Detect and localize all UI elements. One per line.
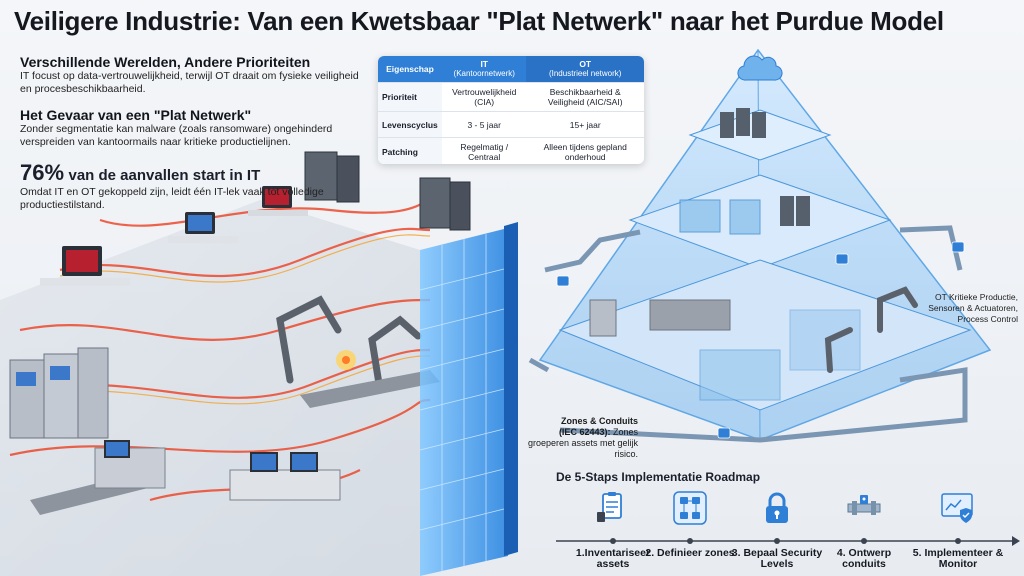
row-label: Levenscyclus <box>378 111 442 138</box>
cell-ot: Alleen tijdens gepland onderhoud <box>526 137 644 164</box>
row-label: Prioriteit <box>378 82 442 112</box>
header-ot-subtitle: (Industrieel network) <box>548 69 622 78</box>
header-it: IT (Kantoornetwerk) <box>442 56 527 83</box>
infected-workstation <box>40 186 308 286</box>
cell-it: 3 - 5 jaar <box>442 111 527 138</box>
roadmap-title: De 5-Staps Implementatie Roadmap <box>556 470 761 484</box>
pipe-conduit-icon <box>847 495 881 515</box>
zones-conduits-callout: Zones & Conduits (IEC 62443): Zones groe… <box>518 416 638 460</box>
header-it-subtitle: (Kantoornetwerk) <box>453 69 515 78</box>
firewall-wall <box>419 222 518 576</box>
roadmap-step-2: 2. Definieer zones <box>640 490 740 559</box>
roadmap-step-5: 5. Implementeer & Monitor <box>908 490 1008 570</box>
worlds-section: Verschillende Werelden, Andere Prioritei… <box>20 54 370 96</box>
purdue-pyramid <box>538 48 992 441</box>
zones-text: Zones groeperen assets met gelijk risico… <box>527 427 638 459</box>
padlock-icon <box>766 492 788 523</box>
zones-standard: (IEC 62443): <box>558 427 611 437</box>
control-cabinets <box>9 347 109 439</box>
stat-tail: van de aanvallen start in IT <box>68 167 261 184</box>
roadmap-step-1: 1.Inventariseer assets <box>563 490 663 570</box>
stat-section: 76% van de aanvallen start in IT Omdat I… <box>20 160 370 212</box>
header-ot-title: OT <box>579 59 592 69</box>
table-row: Levenscyclus 3 - 5 jaar 15+ jaar <box>378 111 644 138</box>
step-label: 5. Implementeer & Monitor <box>912 547 1004 570</box>
stat-text: Omdat IT en OT gekoppeld zijn, leidt één… <box>20 186 324 211</box>
roadmap-step-4: 4. Ontwerp conduits <box>814 490 914 570</box>
page-title: Veiligere Industrie: Van een Kwetsbaar "… <box>14 6 944 36</box>
cell-it: Regelmatig / Centraal <box>442 137 527 164</box>
table-row: Prioriteit Vertrouwelijkheid (CIA) Besch… <box>378 82 644 112</box>
clipboard-scanner-icon <box>597 492 622 522</box>
worlds-text: IT focust op data-vertrouwelijkheid, ter… <box>20 70 359 95</box>
step-label: 4. Ontwerp conduits <box>836 547 892 570</box>
monitor-shield-icon <box>941 493 973 523</box>
cell-ot: 15+ jaar <box>526 111 644 138</box>
padlock-markers <box>556 241 965 439</box>
stat-value: 76% <box>20 160 65 185</box>
robot-arms <box>276 295 422 394</box>
zones-title: Zones & Conduits <box>561 416 638 426</box>
roadmap-step-3: 3. Bepaal Security Levels <box>727 490 827 570</box>
step-label: 2. Definieer zones <box>645 547 735 559</box>
conduits <box>528 225 968 443</box>
flat-network-section: Het Gevaar van een "Plat Netwerk" Zonder… <box>20 107 370 149</box>
it-ot-comparison-table: Eigenschap IT (Kantoornetwerk) OT (Indus… <box>378 56 644 164</box>
server-rack <box>304 151 471 231</box>
cell-it: Vertrouwelijkheid (CIA) <box>442 82 527 112</box>
flat-network-heading: Het Gevaar van een "Plat Netwerk" <box>20 107 252 123</box>
ot-level-label: OT Kritieke Productie, Sensoren & Actuat… <box>928 292 1018 324</box>
step-label: 3. Bepaal Security Levels <box>731 547 823 570</box>
roadmap-timeline <box>556 536 1020 546</box>
step-label: 1.Inventariseer assets <box>575 547 651 570</box>
network-zones-icon <box>673 491 707 525</box>
header-it-title: IT <box>480 59 488 69</box>
flat-network-text: Zonder segmentatie kan malware (zoals ra… <box>20 123 333 148</box>
header-ot: OT (Industrieel network) <box>526 56 644 83</box>
table-row: Patching Regelmatig / Centraal Alleen ti… <box>378 137 644 164</box>
header-property: Eigenschap <box>378 56 442 83</box>
worlds-heading: Verschillende Werelden, Andere Prioritei… <box>20 54 311 70</box>
cell-ot: Beschikbaarheid & Veiligheid (AIC/SAI) <box>526 82 644 112</box>
operator-stations <box>94 440 341 501</box>
row-label: Patching <box>378 137 442 164</box>
